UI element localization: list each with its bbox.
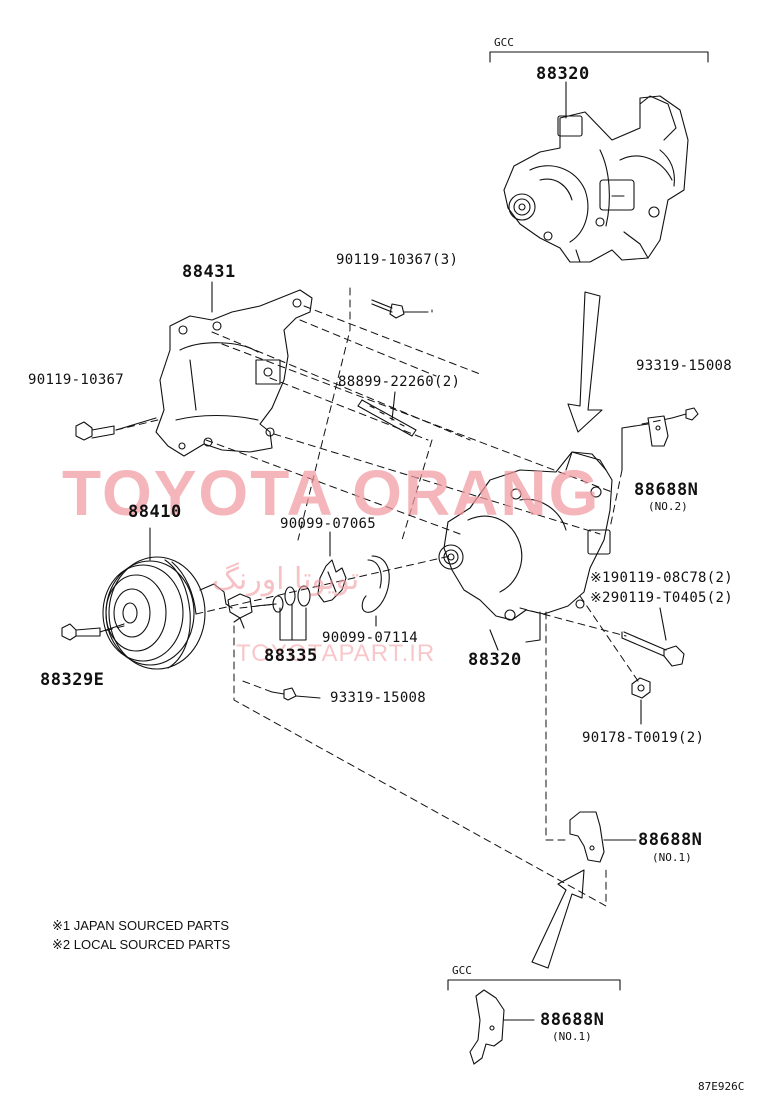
nut-90178-t0019 bbox=[631, 677, 651, 725]
part-88431: 88431 bbox=[182, 262, 236, 282]
part-88899-22260: 88899-22260(2) bbox=[338, 374, 461, 390]
part-88329e: 88329E bbox=[40, 670, 105, 690]
figure-code: 87E926C bbox=[698, 1080, 745, 1093]
stud-88899-22260 bbox=[357, 391, 417, 437]
watermark-site: TOYOTAPART.IR bbox=[236, 640, 436, 667]
part-93319-15008-right: 93319-15008 bbox=[636, 358, 733, 374]
watermark-persian: تویوتا اورنگ bbox=[212, 562, 360, 597]
gcc-label-bottom: GCC bbox=[452, 964, 472, 977]
gcc-bracket-bottom bbox=[447, 979, 621, 991]
bolt-90119-10367-3 bbox=[371, 299, 429, 319]
clip-88688n-gcc bbox=[469, 989, 535, 1065]
part-88320-middle: 88320 bbox=[468, 650, 522, 670]
part-90099-07114: 90099-07114 bbox=[322, 630, 419, 646]
down-arrow bbox=[567, 291, 603, 433]
bolt-90119-08c78 bbox=[621, 607, 685, 667]
part-90119-10367-3: 90119-10367(3) bbox=[336, 252, 459, 268]
part-90099-07065: 90099-07065 bbox=[280, 516, 377, 532]
part-90119-08c78: ※190119-08C78(2) bbox=[590, 570, 733, 586]
part-88688n-gcc-sub: (NO.1) bbox=[552, 1030, 592, 1043]
note-local-sourced: ※2 LOCAL SOURCED PARTS bbox=[52, 937, 231, 952]
clutch-pulley-88410 bbox=[102, 527, 233, 670]
part-90119-10367-left: 90119-10367 bbox=[28, 372, 125, 388]
snap-ring-90099-07065 bbox=[317, 531, 347, 603]
bolt-93319-15008-right bbox=[671, 407, 699, 421]
part-88688n-no1-sub: (NO.1) bbox=[652, 851, 692, 864]
part-88688n-no1: 88688N bbox=[638, 830, 703, 850]
compressor-top-illustration bbox=[503, 81, 689, 263]
bolt-90119-10367-left bbox=[75, 417, 157, 441]
part-90119-t0405: ※290119-T0405(2) bbox=[590, 590, 733, 606]
sensor-clip bbox=[227, 593, 277, 629]
compressor-middle-illustration bbox=[438, 451, 613, 651]
up-arrow bbox=[531, 869, 585, 969]
part-90178-t0019: 90178-T0019(2) bbox=[582, 730, 705, 746]
part-88688n-no2-sub: (NO.2) bbox=[648, 500, 688, 513]
snap-ring-90099-07114 bbox=[361, 555, 390, 627]
part-88320-top: 88320 bbox=[536, 64, 590, 84]
part-88688n-gcc: 88688N bbox=[540, 1010, 605, 1030]
clip-88688n-no2 bbox=[621, 415, 669, 471]
note-japan-sourced: ※1 JAPAN SOURCED PARTS bbox=[52, 918, 230, 933]
part-88410: 88410 bbox=[128, 502, 182, 522]
gcc-bracket-top bbox=[489, 51, 709, 63]
bolt-93319-15008-lower bbox=[271, 687, 321, 701]
clip-88688n-no1 bbox=[569, 811, 637, 863]
part-93319-15008-lower: 93319-15008 bbox=[330, 690, 427, 706]
part-88335: 88335 bbox=[264, 646, 318, 666]
watermark-main: TOYOTA ORANG bbox=[62, 457, 601, 529]
dashed-assembly-lines bbox=[99, 287, 673, 907]
part-88688n-no2: 88688N bbox=[634, 480, 699, 500]
bracket-88431-illustration bbox=[155, 281, 313, 457]
gcc-label-top: GCC bbox=[494, 36, 514, 49]
bolt-88329e bbox=[61, 623, 125, 641]
